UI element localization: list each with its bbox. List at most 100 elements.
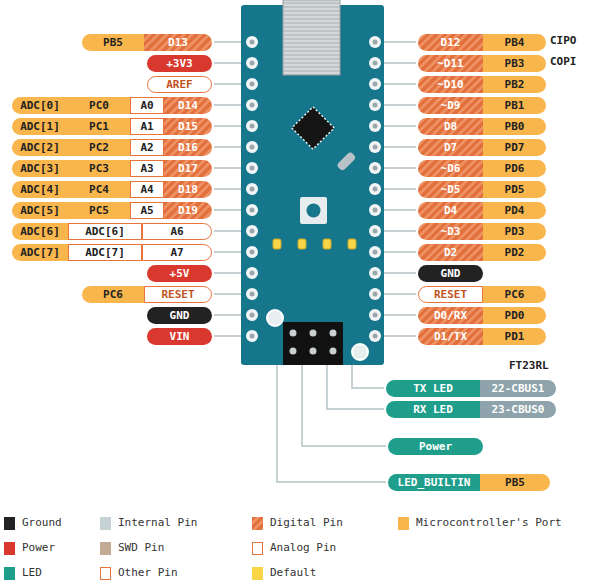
pin-text: ADC[6] bbox=[85, 225, 125, 238]
pin-text: A2 bbox=[140, 141, 153, 154]
pin-text: PD5 bbox=[505, 183, 525, 196]
pin-hole bbox=[369, 288, 381, 300]
pin-label: PD2 bbox=[483, 244, 546, 261]
pin-label: PC3 bbox=[68, 160, 130, 177]
pin-hole bbox=[246, 330, 258, 342]
pin-label: PB0 bbox=[483, 118, 546, 135]
pin-text: LED_BUILTIN bbox=[398, 476, 471, 489]
pin-text: PC2 bbox=[89, 141, 109, 154]
mounting-hole bbox=[352, 344, 368, 360]
pin-hole-center bbox=[373, 82, 378, 87]
pin-label: A1 bbox=[130, 118, 164, 135]
pin-text: ADC[6] bbox=[20, 225, 60, 238]
pin-hole bbox=[246, 57, 258, 69]
pin-text: ADC[5] bbox=[20, 204, 60, 217]
icsp-pin bbox=[330, 348, 337, 355]
icsp-pin bbox=[310, 330, 317, 337]
leader-line bbox=[381, 272, 416, 274]
leader-line bbox=[381, 167, 416, 169]
pin-hole bbox=[246, 309, 258, 321]
pin-label: PC6 bbox=[483, 286, 546, 303]
pin-hole bbox=[246, 183, 258, 195]
pin-hole bbox=[369, 204, 381, 216]
legend-text: Ground bbox=[22, 516, 62, 529]
pin-label: D12 bbox=[418, 34, 483, 51]
board-led bbox=[298, 239, 306, 249]
pin-label: D4 bbox=[418, 202, 483, 219]
icsp-pin bbox=[330, 330, 337, 337]
pin-text: RESET bbox=[161, 288, 194, 301]
pin-text: D0/RX bbox=[434, 309, 467, 322]
pin-text: D13 bbox=[168, 36, 188, 49]
pin-text: PC6 bbox=[505, 288, 525, 301]
pin-label: VIN bbox=[147, 328, 212, 345]
pin-label: Power bbox=[388, 438, 483, 455]
mounting-hole bbox=[267, 310, 283, 326]
pin-hole bbox=[369, 162, 381, 174]
pin-text: TX LED bbox=[413, 382, 453, 395]
pin-hole bbox=[246, 204, 258, 216]
pin-function-label: CIPO bbox=[548, 34, 579, 47]
legend-text: Default bbox=[270, 566, 316, 579]
pin-hole-center bbox=[373, 334, 378, 339]
leader-line bbox=[381, 188, 416, 190]
pin-text: A5 bbox=[140, 204, 153, 217]
pin-label: PD5 bbox=[483, 181, 546, 198]
legend-swatch bbox=[4, 517, 15, 530]
pin-text: D1/TX bbox=[434, 330, 467, 343]
legend-swatch bbox=[100, 567, 111, 580]
pin-label: D14 bbox=[164, 97, 212, 114]
pin-hole-center bbox=[250, 292, 255, 297]
pin-text: A0 bbox=[140, 99, 153, 112]
pin-label: D1/TX bbox=[418, 328, 483, 345]
pin-text: PD1 bbox=[505, 330, 525, 343]
pin-hole-center bbox=[250, 82, 255, 87]
legend-text: LED bbox=[22, 566, 42, 579]
pin-hole bbox=[246, 162, 258, 174]
pin-label: ADC[6] bbox=[12, 223, 68, 240]
pin-label: RX LED bbox=[386, 401, 480, 418]
board-leds bbox=[273, 239, 356, 249]
pin-label: PC6 bbox=[82, 286, 144, 303]
reset-button-cap bbox=[307, 204, 321, 218]
pin-label: PC2 bbox=[68, 139, 130, 156]
pin-hole bbox=[246, 99, 258, 111]
pin-hole bbox=[246, 288, 258, 300]
pin-label: PD6 bbox=[483, 160, 546, 177]
pin-label: ADC[6] bbox=[68, 223, 142, 240]
pin-hole-center bbox=[373, 145, 378, 150]
pin-text: D18 bbox=[178, 183, 198, 196]
pin-hole-center bbox=[250, 208, 255, 213]
pin-hole-center bbox=[250, 40, 255, 45]
pin-text: 23-CBUS0 bbox=[492, 403, 545, 416]
pin-hole-center bbox=[373, 208, 378, 213]
chip-label: FT23RL bbox=[507, 359, 551, 372]
microcontroller-chip bbox=[292, 107, 334, 149]
legend-swatch bbox=[252, 567, 263, 580]
pin-label: ADC[1] bbox=[12, 118, 68, 135]
pin-text: A7 bbox=[170, 246, 183, 259]
legend-text: Analog Pin bbox=[270, 541, 336, 554]
pin-hole-center bbox=[250, 271, 255, 276]
leader-line bbox=[381, 62, 416, 64]
pin-label: PB4 bbox=[483, 34, 546, 51]
pin-hole-center bbox=[373, 166, 378, 171]
pin-text: ADC[7] bbox=[85, 246, 125, 259]
pin-text: PB4 bbox=[505, 36, 525, 49]
pin-text: PB3 bbox=[505, 57, 525, 70]
pin-label: ~D6 bbox=[418, 160, 483, 177]
pin-hole bbox=[369, 36, 381, 48]
legend-text: Internal Pin bbox=[118, 516, 197, 529]
pin-hole-center bbox=[373, 124, 378, 129]
pin-label: ~D9 bbox=[418, 97, 483, 114]
pin-label: RESET bbox=[418, 286, 483, 303]
pin-hole bbox=[369, 78, 381, 90]
pin-label: PD4 bbox=[483, 202, 546, 219]
pin-label: PD1 bbox=[483, 328, 546, 345]
pin-text: A1 bbox=[140, 120, 153, 133]
leader-line bbox=[381, 314, 416, 316]
pin-text: GND bbox=[441, 267, 461, 280]
leader-line bbox=[381, 41, 416, 43]
pin-label: D2 bbox=[418, 244, 483, 261]
legend-text: Power bbox=[22, 541, 55, 554]
